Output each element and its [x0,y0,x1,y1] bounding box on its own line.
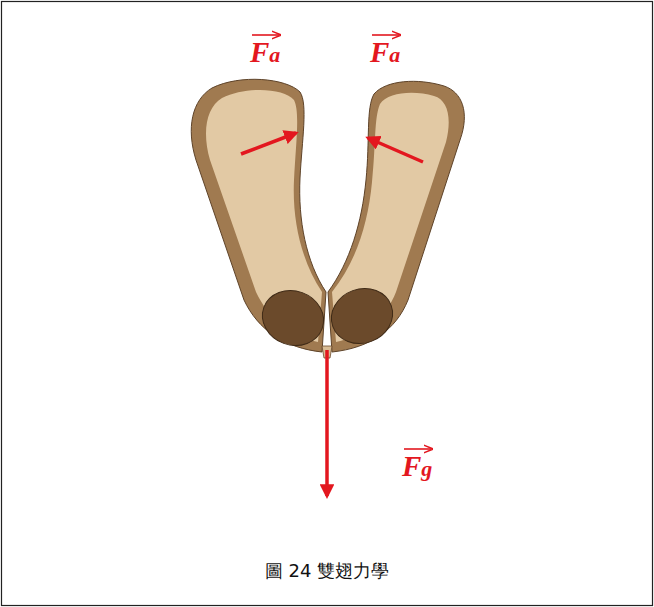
vector-arrow [252,34,279,36]
left-seed [255,282,332,354]
vector-arrow [372,34,399,36]
lift-force-arrow [241,133,296,154]
lift-force-arrow [368,138,423,162]
force-label: Fa [250,38,280,67]
right-seed [324,280,401,352]
force-label: Fg [402,452,432,481]
gravity-force-arrow [325,350,329,496]
force-label: Fa [370,38,400,67]
figure-caption: 圖 24 雙翅力學 [265,560,389,582]
vector-arrow [404,448,431,450]
